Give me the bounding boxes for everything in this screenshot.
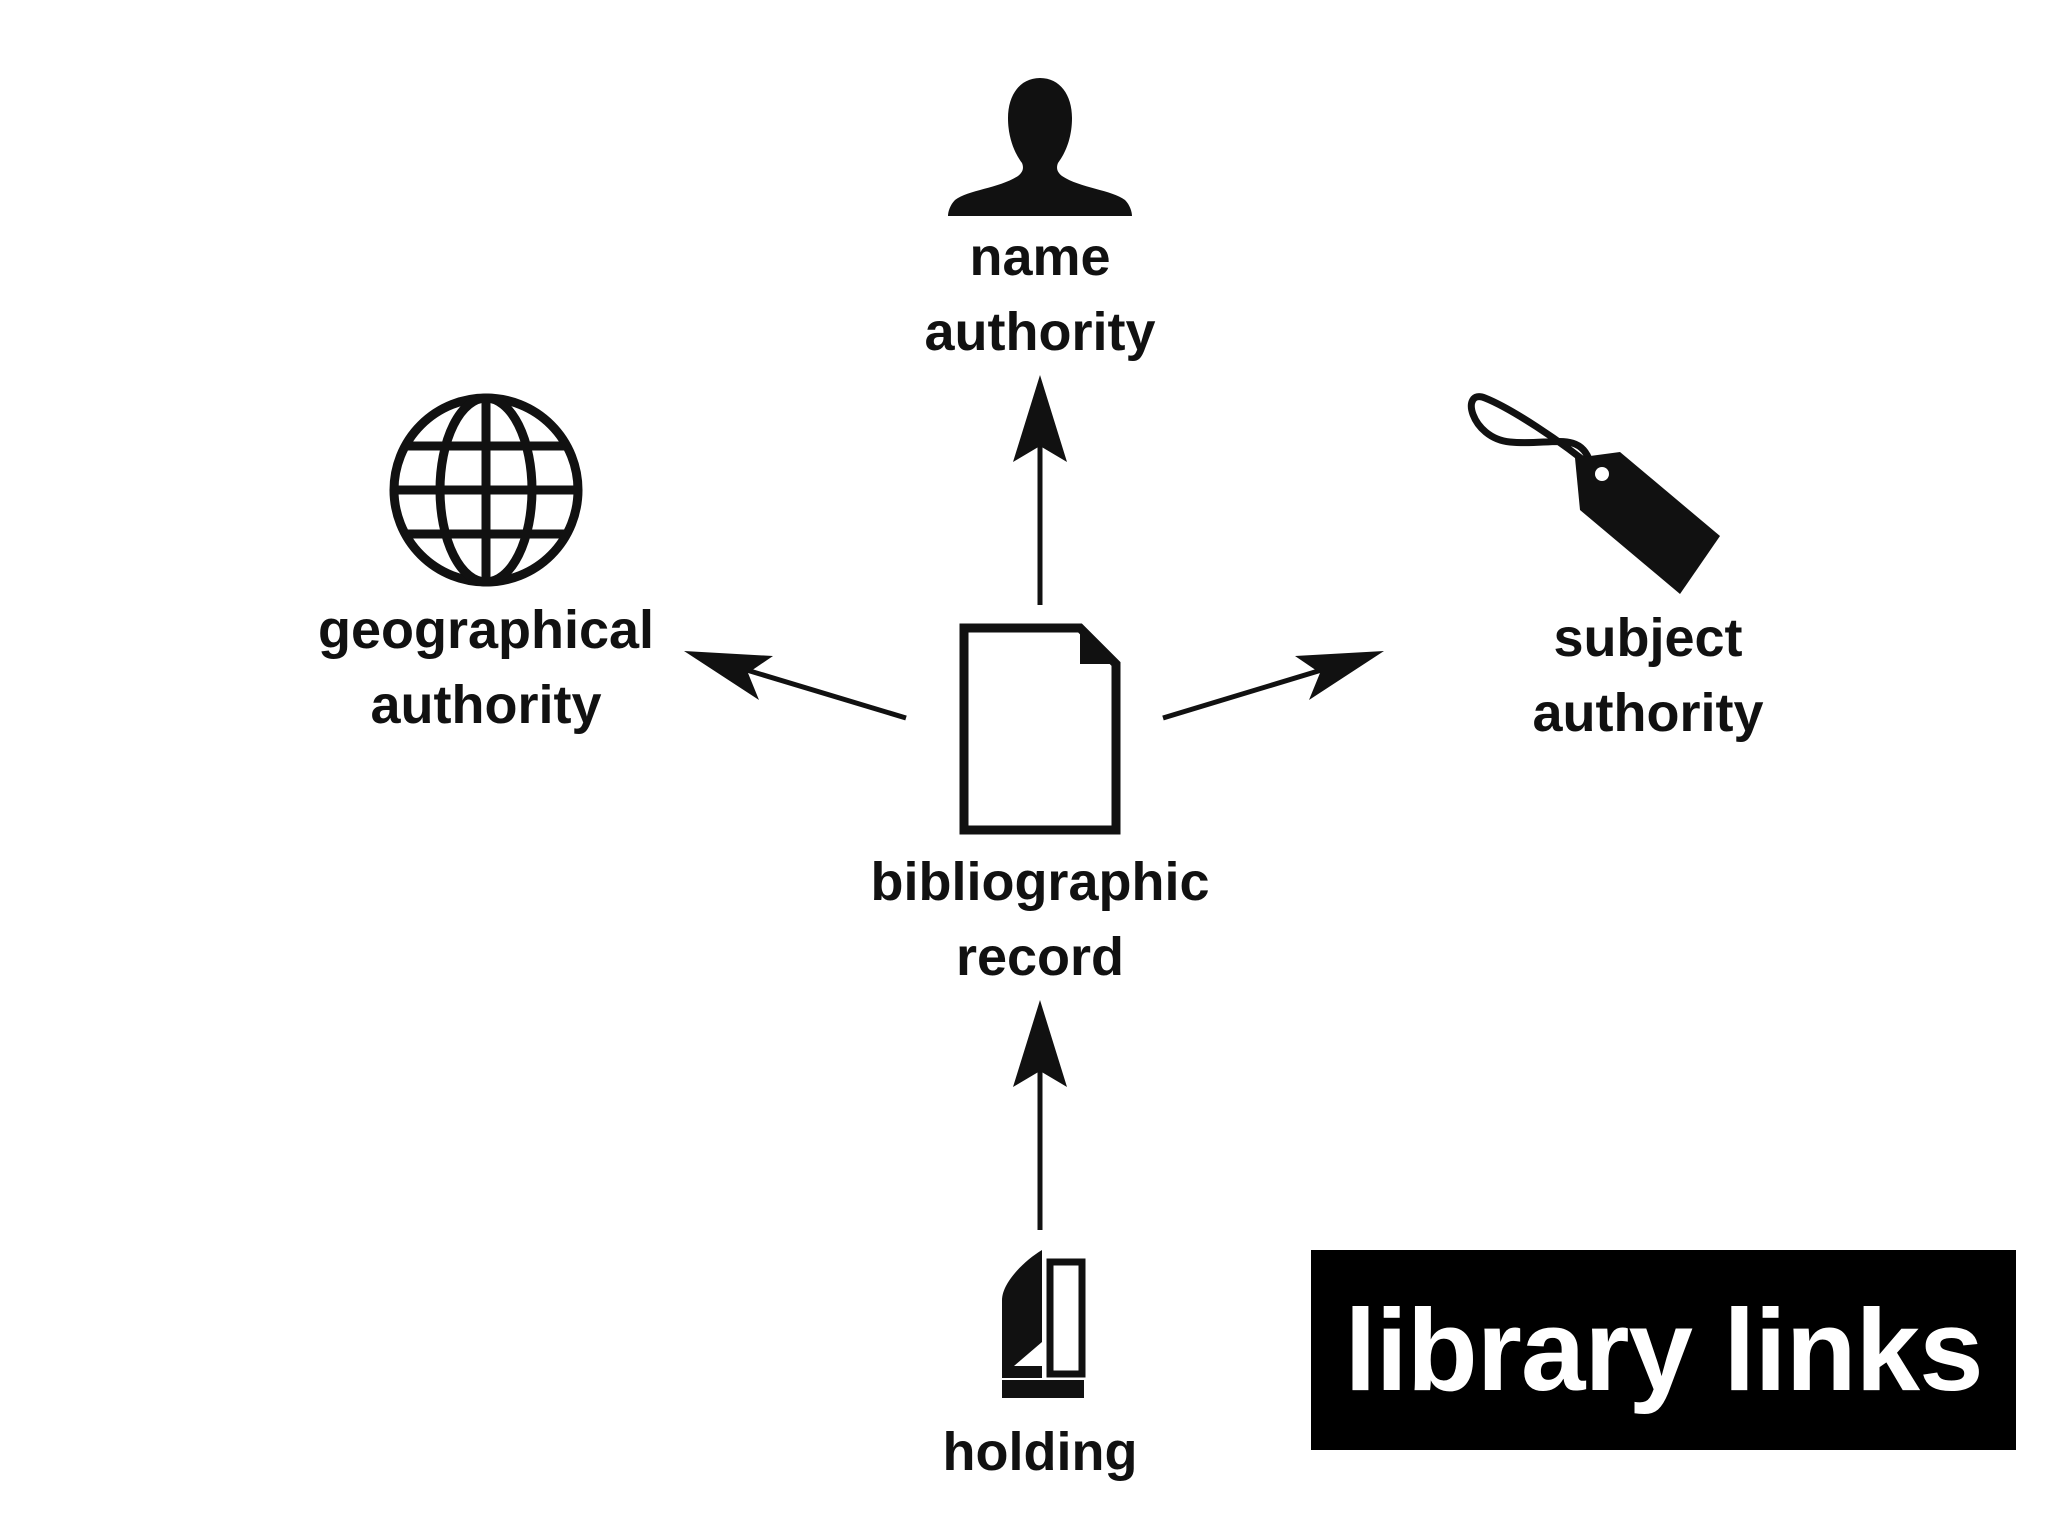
- banner-title: library links: [1344, 1285, 1983, 1415]
- arrow-to-subject-authority: [1162, 651, 1384, 721]
- title-banner: library links: [1311, 1250, 2016, 1450]
- bibliographic-record-label: bibliographic record: [870, 852, 1209, 987]
- book-icon: [1002, 1250, 1086, 1398]
- globe-icon: [389, 393, 583, 587]
- tag-icon: [1467, 393, 1720, 594]
- arrow-to-geographical-authority: [684, 651, 907, 721]
- geographical-authority-line1: geographical: [318, 600, 654, 660]
- geographical-authority-label: geographical authority: [318, 600, 654, 735]
- holding-label: holding: [943, 1422, 1138, 1482]
- name-authority-line1: name: [969, 227, 1110, 287]
- name-authority-line2: authority: [924, 302, 1155, 362]
- bibliographic-record-line2: record: [956, 927, 1124, 987]
- subject-authority-label: subject authority: [1532, 608, 1763, 743]
- subject-authority-line2: authority: [1532, 683, 1763, 743]
- name-authority-label: name authority: [924, 227, 1155, 362]
- person-icon: [948, 78, 1132, 216]
- arrow-to-name-authority: [1013, 375, 1067, 605]
- subject-authority-line1: subject: [1553, 608, 1742, 668]
- holding-line1: holding: [943, 1422, 1138, 1482]
- bibliographic-record-line1: bibliographic: [870, 852, 1209, 912]
- geographical-authority-line2: authority: [370, 675, 601, 735]
- arrow-from-holding: [1013, 1000, 1067, 1230]
- document-icon: [959, 623, 1121, 835]
